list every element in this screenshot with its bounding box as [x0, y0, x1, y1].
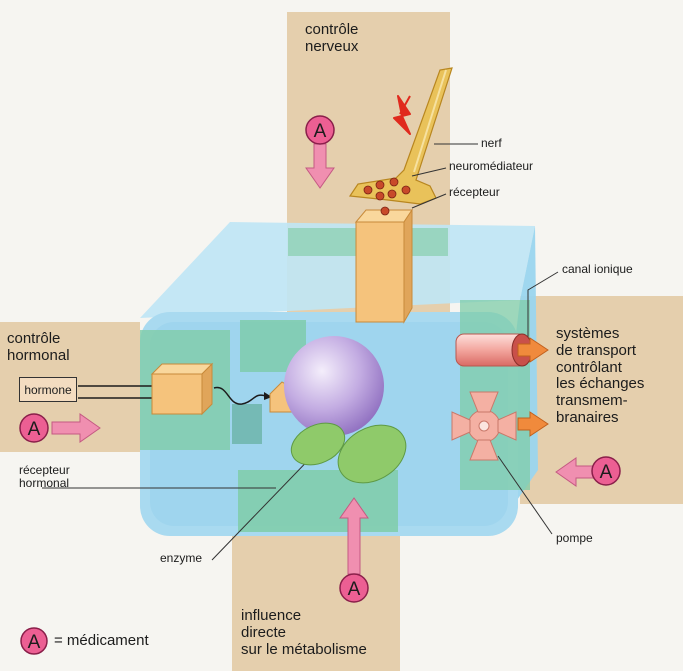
label-ion-channel: canal ionique: [562, 263, 633, 276]
drug-marker-bottom-letter: A: [348, 579, 361, 600]
label-nerve: nerf: [481, 137, 502, 150]
drug-marker-right-letter: A: [600, 462, 613, 483]
label-transport-systems: systèmes de transport contrôlant les éch…: [556, 326, 644, 427]
label-neurotransmitter: neuromédiateur: [449, 160, 533, 173]
label-receptor: récepteur: [449, 186, 500, 199]
label-hormonal-control: contrôle hormonal: [7, 331, 70, 365]
label-enzyme: enzyme: [160, 552, 202, 565]
label-hormonal-receptor: récepteur hormonal: [19, 464, 70, 491]
nerve-receptor-block: [356, 210, 412, 322]
drug-marker-top-letter: A: [314, 121, 327, 142]
label-pump: pompe: [556, 532, 593, 545]
nucleus: [284, 336, 384, 436]
label-metabolism-influence: influence directe sur le métabolisme: [241, 608, 367, 658]
drug-marker-left-letter: A: [28, 419, 41, 440]
hormone-box: hormone: [19, 377, 77, 402]
legend-text: = médicament: [54, 633, 149, 650]
legend-marker-letter: A: [28, 632, 41, 653]
hormonal-receptor-block: [152, 364, 212, 414]
label-nervous-control: contrôle nerveux: [305, 22, 358, 56]
